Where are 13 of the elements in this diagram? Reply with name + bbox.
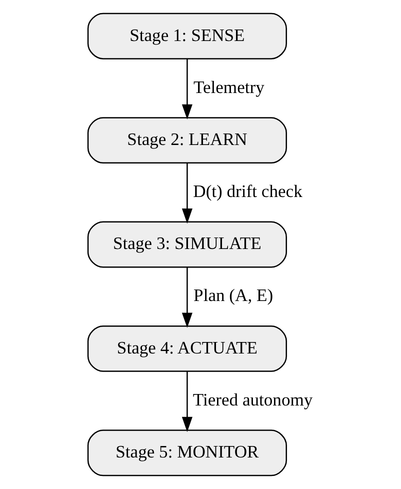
arrow <box>181 372 192 432</box>
node-box: Stage 3: SIMULATE <box>86 221 286 268</box>
node-box: Stage 2: LEARN <box>86 117 286 164</box>
edge-label: Telemetry <box>192 76 264 97</box>
edge-label: Plan (A, E) <box>193 285 273 306</box>
edge-label: Tiered autonomy <box>192 389 312 410</box>
edge-label: D(t) drift check <box>192 181 302 202</box>
node-box: Stage 5: MONITOR <box>86 430 286 476</box>
arrow <box>181 267 192 328</box>
arrow <box>181 58 192 120</box>
arrow <box>181 163 192 224</box>
node-box: Stage 4: ACTUATE <box>86 325 286 372</box>
node-box: Stage 1: SENSE <box>86 12 286 60</box>
